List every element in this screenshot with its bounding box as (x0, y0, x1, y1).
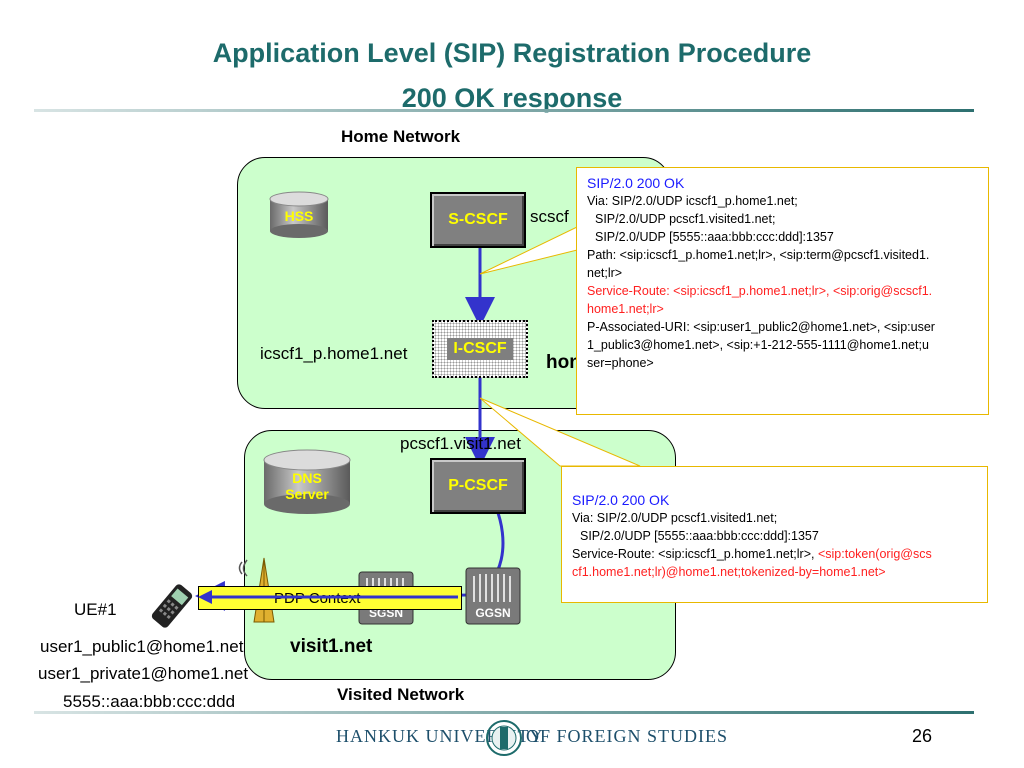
top-divider (34, 109, 974, 112)
callout-home-via2: SIP/2.0/UDP pcscf1.visited1.net; (595, 212, 776, 226)
icscf-name-label: icscf1_p.home1.net (260, 344, 408, 363)
dns-database-icon (263, 449, 351, 514)
university-name-left: HANKUK UNIVERSITY (336, 726, 544, 746)
ggsn-label: GGSN (475, 606, 511, 620)
scscf-label: S-CSCF (448, 211, 508, 228)
hss-label: HSS (284, 208, 314, 224)
visited-network-label: Visited Network (337, 685, 465, 704)
callout-visited-status: SIP/2.0 200 OK (572, 492, 670, 508)
callout-visited-via1: Via: SIP/2.0/UDP pcscf1.visited1.net; (572, 511, 778, 525)
ggsn-equipment-icon (465, 567, 521, 625)
callout-home-status: SIP/2.0 200 OK (587, 175, 685, 191)
dns-label: DNS Server (262, 470, 352, 502)
callout-visited-sr-red1: <sip:token(orig@scs (817, 547, 932, 561)
callout-visited-via2: SIP/2.0/UDP [5555::aaa:bbb:ccc:ddd]:1357 (580, 529, 819, 543)
home-network-label: Home Network (341, 127, 461, 146)
sip-200ok-callout-home: SIP/2.0 200 OK Via: SIP/2.0/UDP icscf1_p… (576, 167, 989, 415)
callout-home-service-route1: Service-Route: <sip:icscf1_p.home1.net;l… (587, 284, 933, 298)
callout-visited-sr-black: Service-Route: <sip:icscf1_p.home1.net;l… (572, 547, 818, 561)
callout-home-path2: net;lr> (587, 266, 623, 280)
callout-home-pau3: ser=phone> (587, 356, 654, 370)
dns-label-line2: Server (285, 486, 329, 502)
pcscf-name-label: pcscf1.visit1.net (400, 434, 521, 453)
slide-title-line2: 200 OK response (401, 83, 623, 113)
bottom-divider (34, 711, 974, 714)
ue-public-id: user1_public1@home1.net (40, 637, 244, 656)
callout-home-path1: Path: <sip:icscf1_p.home1.net;lr>, <sip:… (587, 248, 930, 262)
callout-home-service-route2: home1.net;lr> (587, 302, 664, 316)
scscf-name-label: scscf (530, 207, 569, 226)
callout-visited-service-route1: Service-Route: <sip:icscf1_p.home1.net;l… (572, 545, 979, 563)
callout-visited-service-route2: cf1.home1.net;lr)@home1.net;tokenized-by… (572, 565, 886, 579)
sip-200ok-callout-visited: SIP/2.0 200 OK Via: SIP/2.0/UDP pcscf1.v… (561, 466, 988, 603)
mobile-phone-icon[interactable] (148, 582, 196, 630)
pcscf-label: P-CSCF (448, 477, 508, 494)
university-name-right: OF FOREIGN STUDIES (526, 726, 729, 746)
slide-title-line1: Application Level (SIP) Registration Pro… (212, 38, 812, 68)
hss-database-icon (269, 191, 329, 238)
icscf-label: I-CSCF (447, 338, 513, 360)
icscf-node[interactable]: I-CSCF (432, 320, 528, 378)
callout-home-pau2: 1_public3@home1.net>, <sip:+1-212-555-11… (587, 338, 929, 352)
university-emblem-icon (486, 720, 522, 756)
ue-private-id: user1_private1@home1.net (38, 664, 249, 683)
pcscf-node[interactable]: P-CSCF (430, 458, 526, 514)
page-number: 26 (912, 726, 933, 746)
pdp-arrow-overlay (198, 590, 458, 604)
ue-label: UE#1 (74, 600, 117, 619)
ue-address: 5555::aaa:bbb:ccc:ddd (63, 692, 236, 711)
callout-home-via3: SIP/2.0/UDP [5555::aaa:bbb:ccc:ddd]:1357 (595, 230, 834, 244)
dns-label-line1: DNS (292, 470, 322, 486)
callout-home-via1: Via: SIP/2.0/UDP icscf1_p.home1.net; (587, 194, 798, 208)
callout-home-pau1: P-Associated-URI: <sip:user1_public2@hom… (587, 320, 935, 334)
visited-domain-label: visit1.net (290, 636, 373, 657)
scscf-node[interactable]: S-CSCF (430, 192, 526, 248)
home-domain-label: hon (546, 352, 581, 373)
